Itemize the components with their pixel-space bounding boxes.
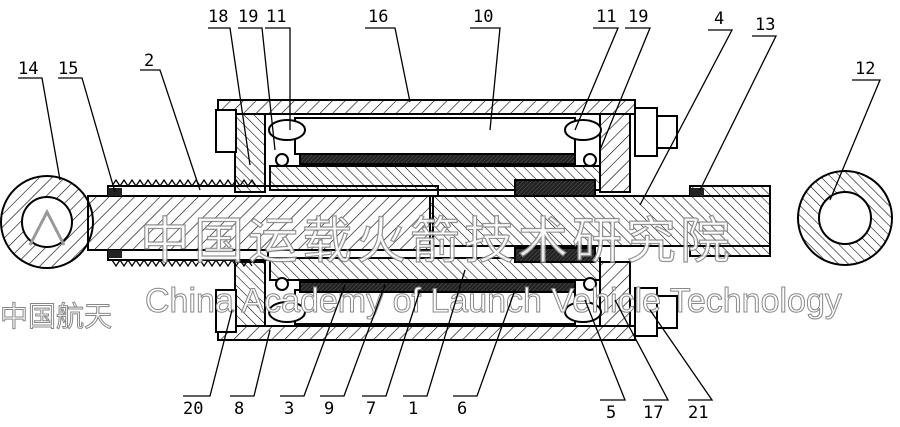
watermark-logo-text: 中国航天 [0,300,112,333]
part-label: 4 [714,9,724,29]
right-rod-eye [797,170,893,266]
part-label: 1 [408,399,418,419]
part-label: 21 [688,403,708,423]
part-label: 11 [596,7,616,27]
left-rod-eye [0,175,94,269]
output-rod [429,185,771,257]
part-labels-bottom: 20 8 3 9 7 1 6 5 17 21 [183,399,708,423]
part-label: 10 [473,7,493,27]
part-label: 13 [755,15,775,35]
part-label: 6 [457,399,467,419]
part-label: 11 [266,7,286,27]
part-label: 5 [606,403,616,423]
part-label: 16 [368,7,388,27]
part-label: 15 [58,59,78,79]
leader-lines [18,27,881,401]
logo-icon [28,208,66,246]
part-label: 7 [366,399,376,419]
part-label: 3 [284,399,294,419]
part-label: 19 [628,7,648,27]
part-label: 9 [324,399,334,419]
part-label: 19 [238,7,258,27]
part-label: 8 [234,399,244,419]
part-label: 14 [18,59,38,79]
part-label: 2 [144,51,154,71]
watermark-english: China Academy of Launch Vehicle Technolo… [145,282,842,320]
part-label: 18 [208,7,228,27]
part-label: 20 [183,399,203,419]
part-labels-top: 14 15 2 18 19 11 16 10 11 19 4 13 12 [18,7,875,79]
part-label: 12 [855,59,875,79]
watermark: 中国运载火箭技术研究院 China Academy of Launch Vehi… [0,208,842,334]
bolts [215,107,678,337]
part-label: 17 [643,403,663,423]
watermark-chinese: 中国运载火箭技术研究院 [140,212,734,270]
